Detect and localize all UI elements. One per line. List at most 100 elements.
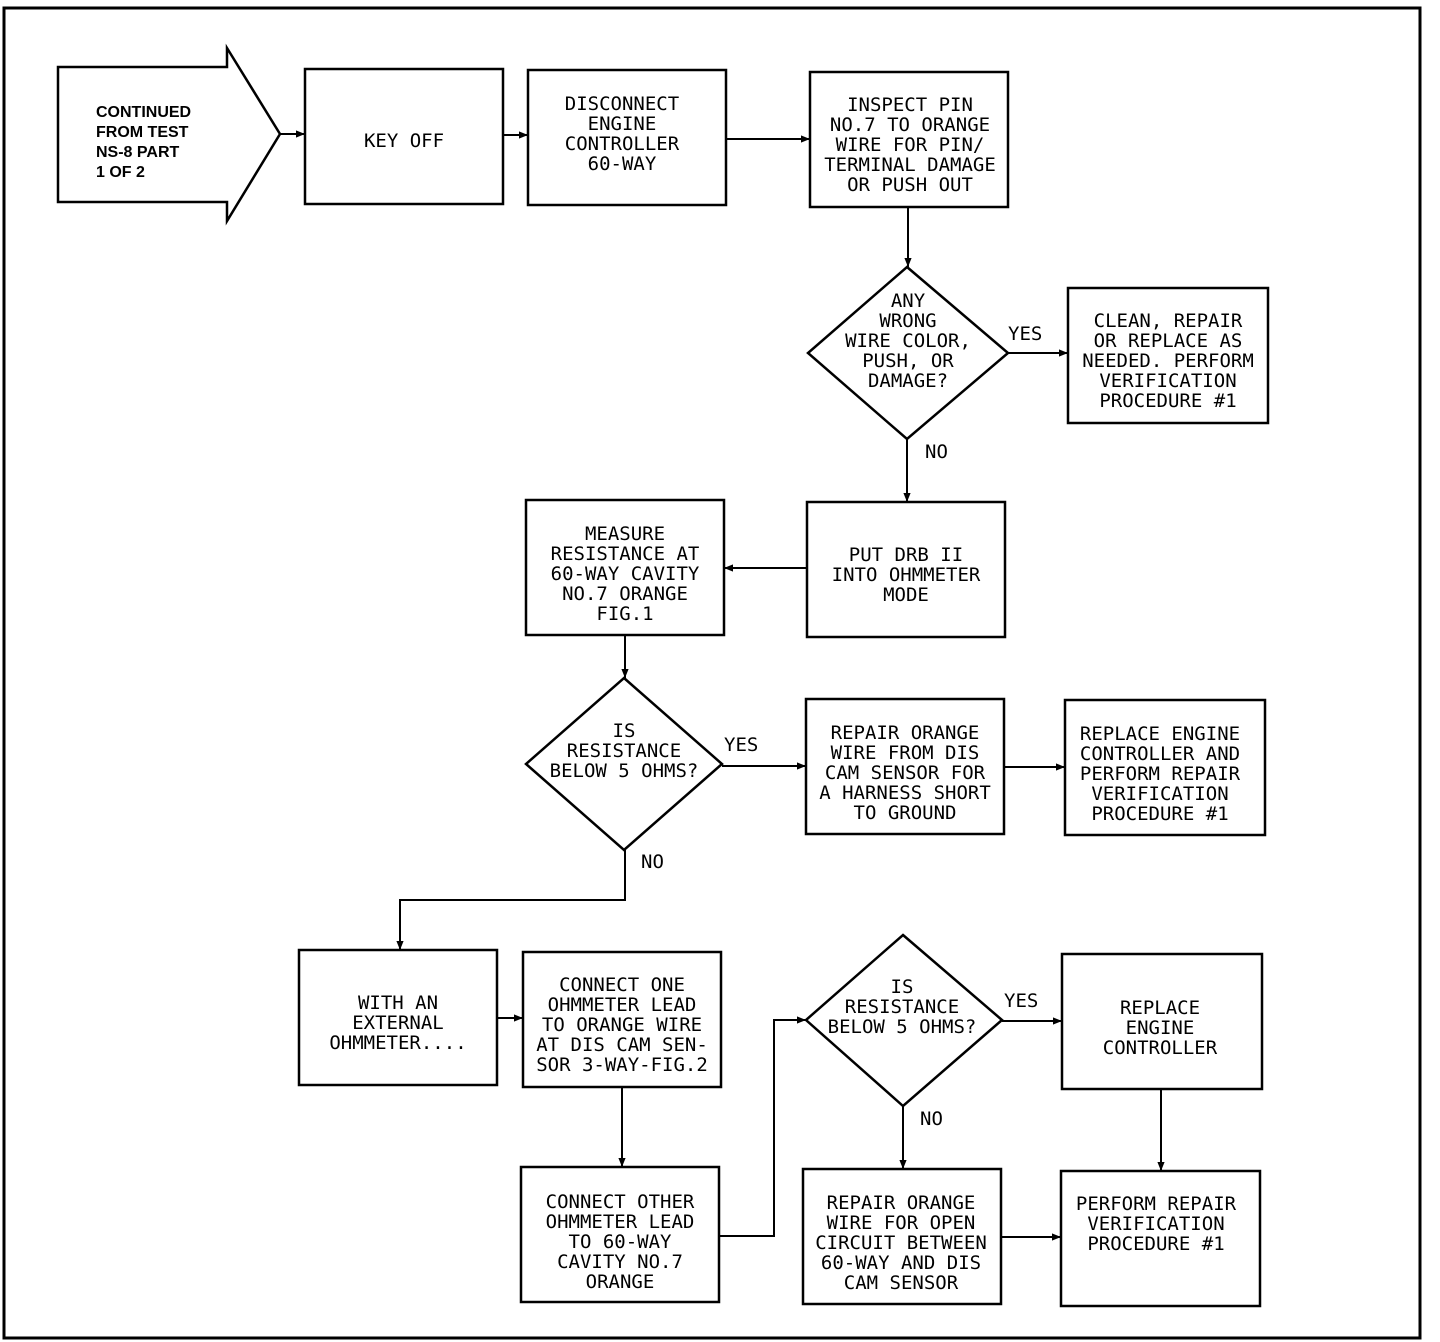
node-key-off: KEY OFF	[303, 67, 505, 206]
node-replace-perform-text-line: PERFORM REPAIR	[1080, 763, 1241, 785]
node-external-ohmmeter-text-line: EXTERNAL	[352, 1012, 444, 1034]
node-external-ohmmeter-text-line: WITH AN	[358, 992, 438, 1014]
node-connect-other-text-line: ORANGE	[586, 1271, 655, 1293]
node-repair-short-text-line: REPAIR ORANGE	[831, 722, 980, 744]
node-external-ohmmeter-text-line: OHMMETER....	[329, 1032, 466, 1054]
node-put-drb-text-line: PUT DRB II	[849, 544, 963, 566]
node-measure-text-line: 60-WAY CAVITY	[551, 563, 700, 585]
node-measure-text-line: NO.7 ORANGE	[562, 583, 688, 605]
branch-label-no: NO	[920, 1108, 943, 1130]
node-replace-perform-text-line: REPLACE ENGINE	[1080, 723, 1240, 745]
node-connect-one-text-line: OHMMETER LEAD	[548, 994, 697, 1016]
decision-wrong-wire-text-line: WRONG	[879, 310, 936, 332]
node-replace-perform-text-line: PROCEDURE #1	[1091, 803, 1228, 825]
node-connect-other-text-line: CAVITY NO.7	[557, 1251, 683, 1273]
node-clean-repair-text-line: VERIFICATION	[1099, 370, 1236, 392]
node-key-off-text-line: KEY OFF	[364, 130, 444, 152]
node-replace-controller-text-line: REPLACE	[1120, 997, 1200, 1019]
node-disconnect-text-line: 60-WAY	[588, 153, 657, 175]
connectors	[280, 130, 1165, 1241]
node-replace-controller-text-line: ENGINE	[1126, 1017, 1195, 1039]
arrow-decision2-no	[396, 850, 626, 950]
node-clean-repair-text-line: PROCEDURE #1	[1099, 390, 1236, 412]
node-disconnect-text-line: DISCONNECT	[565, 93, 679, 115]
node-inspect-text-line: WIRE FOR PIN/	[836, 134, 985, 156]
arrow-connectother-to-decision3	[719, 1016, 806, 1237]
node-connect-one-text-line: CONNECT ONE	[559, 974, 685, 996]
node-replace-controller-text-line: CONTROLLER	[1103, 1037, 1218, 1059]
node-disconnect-text-line: ENGINE	[588, 113, 657, 135]
decision-wrong-wire-text-line: PUSH, OR	[862, 350, 954, 372]
node-repair-short-text-line: TO GROUND	[854, 802, 957, 824]
node-connect-other-text-line: CONNECT OTHER	[546, 1191, 695, 1213]
node-repair-short-text-line: CAM SENSOR FOR	[825, 762, 986, 784]
node-disconnect-text-line: CONTROLLER	[565, 133, 680, 155]
decision-wrong-wire-text-line: ANY	[891, 290, 926, 312]
node-clean-repair-text-line: NEEDED. PERFORM	[1082, 350, 1254, 372]
node-measure-text-line: MEASURE	[585, 523, 665, 545]
node-put-drb-text-line: INTO OHMMETER	[832, 564, 981, 586]
node-perform-verification-text-line: PROCEDURE #1	[1087, 1233, 1224, 1255]
branch-label-yes: YES	[724, 734, 758, 756]
node-replace-perform-text-line: CONTROLLER AND	[1080, 743, 1240, 765]
branch-label-yes: YES	[1004, 990, 1038, 1012]
node-repair-short-text-line: WIRE FROM DIS	[831, 742, 980, 764]
node-connect-other-text-line: TO 60-WAY	[569, 1231, 673, 1253]
node-repair-open-text-line: WIRE FOR OPEN	[827, 1212, 976, 1234]
decision-resistance-1-text-line: RESISTANCE	[567, 740, 681, 762]
node-repair-open-text-line: REPAIR ORANGE	[827, 1192, 976, 1214]
decision-resistance-1-text-line: BELOW 5 OHMS?	[550, 760, 699, 782]
node-connect-other-text-line: OHMMETER LEAD	[546, 1211, 695, 1233]
diagram-border	[2, 6, 1422, 1340]
node-replace-perform-text-line: VERIFICATION	[1091, 783, 1228, 805]
start-text-line: FROM TEST	[96, 124, 189, 141]
node-perform-verification-text-line: PERFORM REPAIR	[1076, 1193, 1237, 1215]
node-connect-one-text-line: TO ORANGE WIRE	[542, 1014, 702, 1036]
decision-resistance-2-text-line: RESISTANCE	[845, 996, 959, 1018]
node-clean-repair-text-line: OR REPLACE AS	[1094, 330, 1243, 352]
decision-resistance-1-text-line: IS	[613, 720, 636, 742]
decision-wrong-wire-text-line: WIRE COLOR,	[845, 330, 971, 352]
node-put-drb-text-line: MODE	[883, 584, 929, 606]
start-text-line: 1 OF 2	[96, 164, 145, 181]
node-clean-repair-text-line: CLEAN, REPAIR	[1094, 310, 1243, 332]
node-connect-one-text-line: SOR 3-WAY-FIG.2	[536, 1054, 708, 1076]
start-text-line: CONTINUED	[96, 104, 191, 121]
node-inspect-text-line: NO.7 TO ORANGE	[830, 114, 990, 136]
decision-wrong-wire-text-line: DAMAGE?	[868, 370, 948, 392]
node-measure-text-line: RESISTANCE AT	[551, 543, 700, 565]
decision-resistance-2-text-line: BELOW 5 OHMS?	[828, 1016, 977, 1038]
node-repair-open-text-line: 60-WAY AND DIS	[821, 1252, 981, 1274]
node-repair-open-text-line: CAM SENSOR	[844, 1272, 959, 1294]
